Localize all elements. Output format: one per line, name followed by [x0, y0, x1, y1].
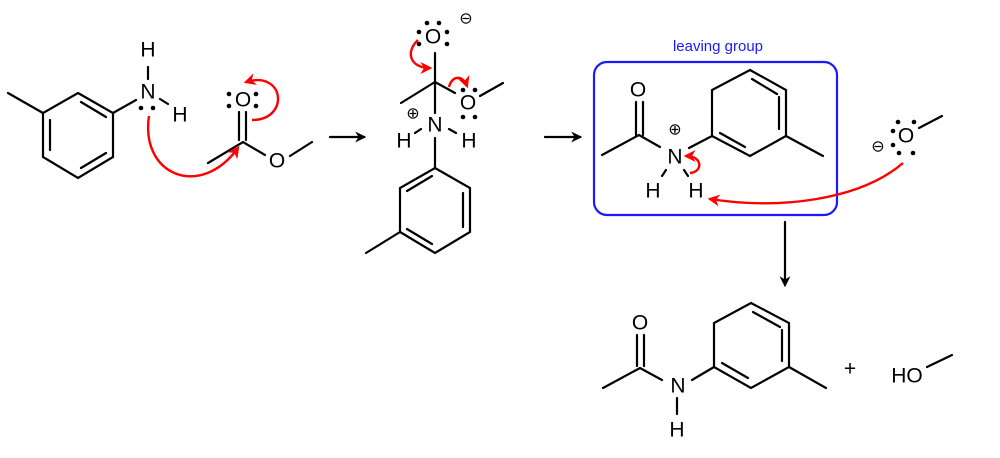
- atom-o: O: [460, 92, 476, 115]
- positive-charge: ⊕: [668, 122, 681, 139]
- protonated-amide: O N ⊕ H H: [600, 68, 825, 203]
- atom-h: H: [688, 180, 703, 203]
- electron-arrow: [243, 73, 280, 122]
- atom-h: H: [645, 180, 660, 203]
- methanol: HO: [891, 353, 954, 388]
- negative-charge: ⊖: [871, 139, 884, 156]
- atom-o: O: [630, 79, 646, 102]
- electron-arrow: [146, 115, 240, 178]
- atom-n: N: [667, 146, 682, 169]
- atom-o: O: [269, 150, 285, 173]
- atom-o: O: [425, 26, 441, 49]
- atom-h: H: [461, 130, 476, 153]
- leaving-group-label: leaving group: [673, 38, 763, 55]
- methoxide: O ⊖: [871, 114, 944, 156]
- electron-arrow: [409, 39, 433, 74]
- plus-sign: +: [844, 358, 856, 381]
- negative-charge: ⊖: [459, 11, 472, 28]
- m-toluidine: N H H: [6, 39, 188, 180]
- atom-n: N: [140, 81, 155, 104]
- electron-arrow: [447, 74, 470, 89]
- atom-n: N: [670, 375, 685, 398]
- electron-arrow: [707, 162, 904, 207]
- atom-o: O: [898, 125, 914, 148]
- n-aryl-acetamide: O N H: [601, 301, 828, 442]
- atom-h: H: [396, 130, 411, 153]
- positive-charge: ⊕: [406, 106, 419, 123]
- methyl-acetate: O O: [206, 89, 314, 173]
- leaving-group-box: [592, 60, 839, 217]
- electron-arrow: [683, 150, 701, 175]
- atom-n: N: [427, 114, 442, 137]
- atom-ho: HO: [891, 365, 923, 388]
- atom-o: O: [235, 89, 251, 112]
- tetrahedral-intermediate: O ⊖ O N ⊕ H H: [364, 11, 505, 255]
- atom-h: H: [140, 39, 155, 62]
- atom-h: H: [172, 104, 187, 127]
- atom-h: H: [669, 419, 684, 442]
- atom-o: O: [632, 312, 648, 335]
